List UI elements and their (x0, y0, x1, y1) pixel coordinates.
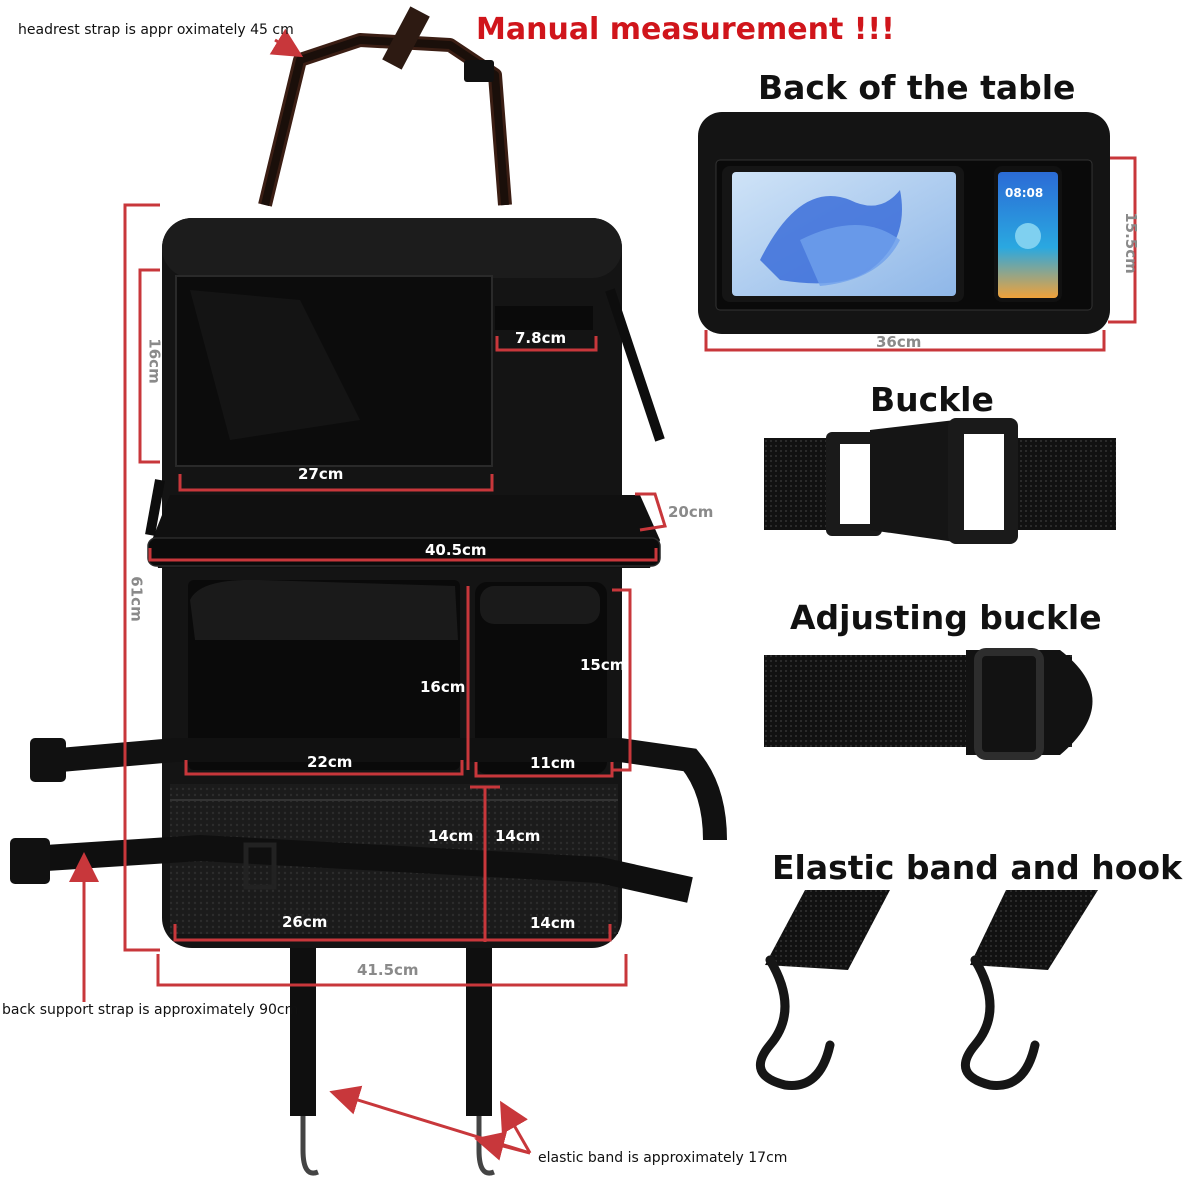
headrest-note: headrest strap is appr oximately 45 cm (18, 22, 294, 38)
dim-pocket-height: 16cm (420, 678, 466, 696)
phone-clock: 08:08 (1005, 186, 1044, 200)
dim-back-width: 36cm (876, 333, 922, 351)
measure-lines (123, 156, 1137, 987)
side-buckle-icon (30, 738, 66, 782)
back-support-strap (10, 738, 727, 903)
elastic-hook-heading: Elastic band and hook (772, 848, 1183, 887)
elastic-bands (290, 948, 495, 1176)
back-of-table-heading: Back of the table (758, 68, 1076, 107)
dim-pocket-width: 22cm (307, 753, 353, 771)
elastic-note: elastic band is approximately 17cm (538, 1150, 788, 1166)
headrest-strap (258, 6, 512, 207)
buckle-image (764, 418, 1116, 544)
dim-mesh-left-height: 14cm (428, 827, 474, 845)
buckle-heading: Buckle (870, 380, 994, 419)
dim-tablet-width: 27cm (298, 465, 344, 483)
dim-slot-width: 7.8cm (515, 329, 567, 347)
dim-back-height: 15.5cm (1121, 212, 1140, 274)
dim-mesh-left-width: 26cm (282, 913, 328, 931)
elastic-hook-image (756, 890, 1098, 1090)
dim-tray-width: 40.5cm (425, 541, 487, 559)
adjusting-buckle-heading: Adjusting buckle (790, 598, 1102, 637)
lower-buckle-icon (10, 838, 50, 884)
dim-cup-width: 11cm (530, 754, 576, 772)
dim-tablet-height: 16cm (145, 338, 164, 384)
back-support-note: back support strap is approximately 90cm (2, 1002, 299, 1018)
page-title: Manual measurement !!! (476, 12, 895, 47)
dim-tray-depth: 20cm (668, 503, 714, 521)
strap-adjuster-icon (464, 60, 494, 82)
dim-cup-height: 15cm (580, 656, 626, 674)
dim-total-width: 41.5cm (357, 961, 419, 979)
note-arrows (69, 28, 532, 1161)
dim-mesh-right-width: 14cm (530, 914, 576, 932)
back-of-table-image (698, 112, 1110, 334)
dim-total-height: 61cm (127, 576, 146, 622)
dim-mesh-right-height: 14cm (495, 827, 541, 845)
adjusting-buckle-image (764, 648, 1093, 760)
